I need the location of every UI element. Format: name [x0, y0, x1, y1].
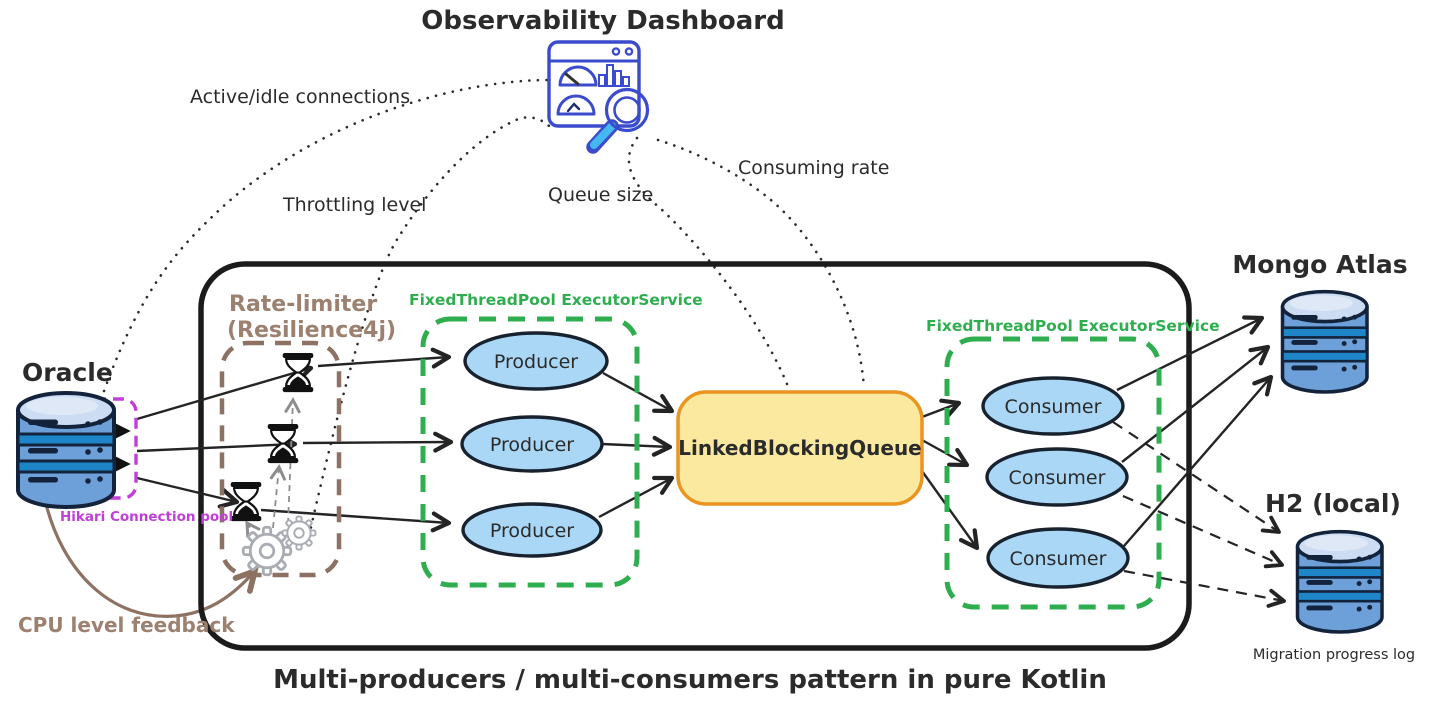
consumer1-to-mongo-arrow: [1116, 315, 1265, 392]
producer-node: [463, 331, 609, 391]
database-icon: [1280, 289, 1369, 394]
diagram-caption: Multi-producers / multi-consumers patter…: [273, 665, 1107, 695]
ratelimiter-to-producer-arrow-1: [317, 347, 452, 369]
consuming-rate-link: [656, 138, 866, 390]
magnifier-icon: [586, 87, 650, 154]
producer-pool-box: [420, 316, 640, 588]
producer-node: [461, 502, 603, 558]
queue-size-link: [627, 136, 791, 391]
rate-limiter-label-line1: Rate-limiter: [229, 292, 377, 317]
ratelimiter-to-producer-arrow-3: [260, 508, 452, 533]
h2-label: H2 (local): [1265, 489, 1401, 518]
bar-chart-icon: [598, 64, 630, 87]
cpu-feedback-arrow: [43, 498, 254, 618]
linked-blocking-queue: [676, 390, 924, 506]
producer-label: Producer: [494, 351, 578, 373]
consumer-pool-label: FixedThreadPool ExecutorService: [926, 317, 1220, 335]
ratelimiter-to-producer-arrow-2: [302, 431, 454, 453]
system-boundary-box: [198, 261, 1192, 651]
consumer-pool-box: [944, 336, 1162, 610]
producer-label: Producer: [490, 520, 574, 542]
producer-node: [460, 415, 604, 473]
consumer3-to-h2-arrow: [1123, 569, 1286, 608]
consumer3-to-mongo-arrow: [1123, 374, 1274, 547]
rate-limiter-box: [219, 340, 342, 578]
consumer-label: Consumer: [1009, 467, 1106, 489]
database-icon: [1295, 529, 1384, 634]
cpu-feedback-label: CPU level feedback: [18, 613, 235, 637]
oracle-to-ratelimiter-arrow-2: [136, 434, 298, 456]
consumer1-to-h2-arrow: [1112, 421, 1281, 534]
gear-to-hourglass2-link: [269, 464, 286, 529]
consumer-node: [985, 447, 1129, 507]
consumer2-to-h2-arrow: [1122, 494, 1284, 569]
gauge-icon: [556, 94, 596, 116]
diagram-title: Observability Dashboard: [421, 6, 784, 36]
queue-to-consumer1-arrow: [921, 398, 962, 419]
database-icon: [16, 391, 116, 509]
gauge-needle: [566, 102, 581, 113]
gauge-needle: [564, 72, 580, 86]
consumer-label: Consumer: [1010, 548, 1107, 570]
metric-throttling-label: Throttling level: [282, 194, 426, 216]
consumer-label: Consumer: [1005, 396, 1102, 418]
hikari-pool-label: Hikari Connection pool: [60, 509, 233, 525]
producer-pool-label: FixedThreadPool ExecutorService: [409, 291, 703, 309]
rate-limiter-label-line2: (Resilience4j): [227, 318, 396, 343]
metric-active-idle-label: Active/idle connections: [190, 86, 410, 108]
oracle-label: Oracle: [22, 358, 113, 387]
window-dot-icon: [624, 47, 634, 56]
mongo-label: Mongo Atlas: [1232, 250, 1407, 279]
h2-log-arrows: [1112, 421, 1286, 608]
oracle-to-ratelimiter-arrow-1: [136, 362, 314, 421]
window-dot-icon: [611, 47, 621, 56]
consumer-node: [986, 527, 1130, 589]
gauge-icon: [558, 65, 598, 87]
queue-label: LinkedBlockingQueue: [678, 436, 922, 460]
producer-label: Producer: [490, 434, 574, 456]
hourglass-icon: [281, 351, 315, 394]
metric-consuming-rate-label: Consuming rate: [738, 157, 889, 179]
gear-icon: [281, 515, 317, 551]
metric-queue-size-label: Queue size: [548, 184, 653, 206]
dashboard-icon: [547, 40, 650, 154]
oracle-to-ratelimiter-arrow-3: [136, 476, 240, 509]
h2-caption-label: Migration progress log: [1253, 647, 1415, 663]
gear-to-hourglass1-link: [284, 397, 301, 525]
consumer-node: [981, 376, 1125, 436]
active-idle-connections-link: [102, 78, 550, 393]
